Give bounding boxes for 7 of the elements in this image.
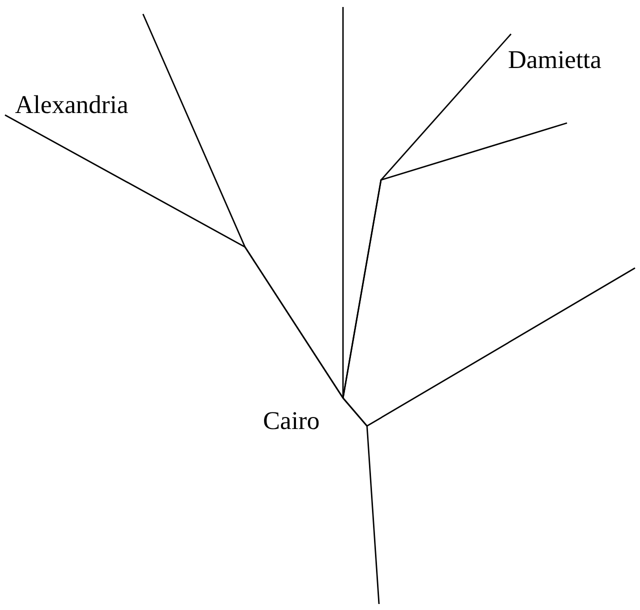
branch-label: Alexandria (15, 90, 128, 120)
branch-label: Damietta (508, 45, 602, 74)
branch-label: Cairo (263, 406, 320, 436)
branch-line (342, 122, 568, 398)
branch-line (342, 398, 380, 604)
branch-line (342, 7, 344, 398)
branch-line (142, 14, 344, 398)
